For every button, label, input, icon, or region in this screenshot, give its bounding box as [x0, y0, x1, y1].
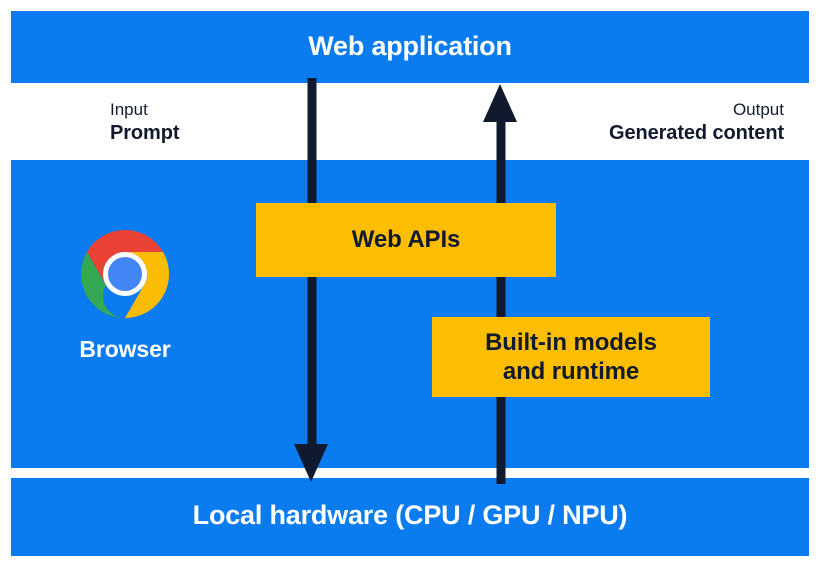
output-flow-label: Output Generated content	[609, 100, 784, 145]
web-application-label: Web application	[308, 31, 512, 61]
browser-block: Browser	[55, 226, 195, 363]
builtin-models-box: Built-in models and runtime	[432, 317, 710, 397]
input-value-text: Prompt	[110, 121, 180, 144]
input-kind-text: Input	[110, 100, 148, 119]
local-hardware-label: Local hardware (CPU / GPU / NPU)	[192, 500, 628, 530]
local-hardware-band	[11, 478, 809, 556]
output-value-text: Generated content	[609, 121, 784, 144]
builtin-models-label-line2: and runtime	[502, 358, 640, 385]
builtin-models-label: Built-in models and runtime	[485, 328, 657, 387]
web-application-band	[11, 11, 809, 83]
web-apis-label: Web APIs	[351, 226, 461, 253]
web-apis-box: Web APIs	[256, 203, 556, 277]
builtin-models-label-line1: Built-in models	[485, 328, 657, 356]
browser-label: Browser	[79, 336, 171, 362]
chrome-logo-icon	[81, 230, 169, 318]
input-flow-label: Input Prompt	[110, 100, 180, 145]
output-kind-text: Output	[732, 100, 784, 119]
